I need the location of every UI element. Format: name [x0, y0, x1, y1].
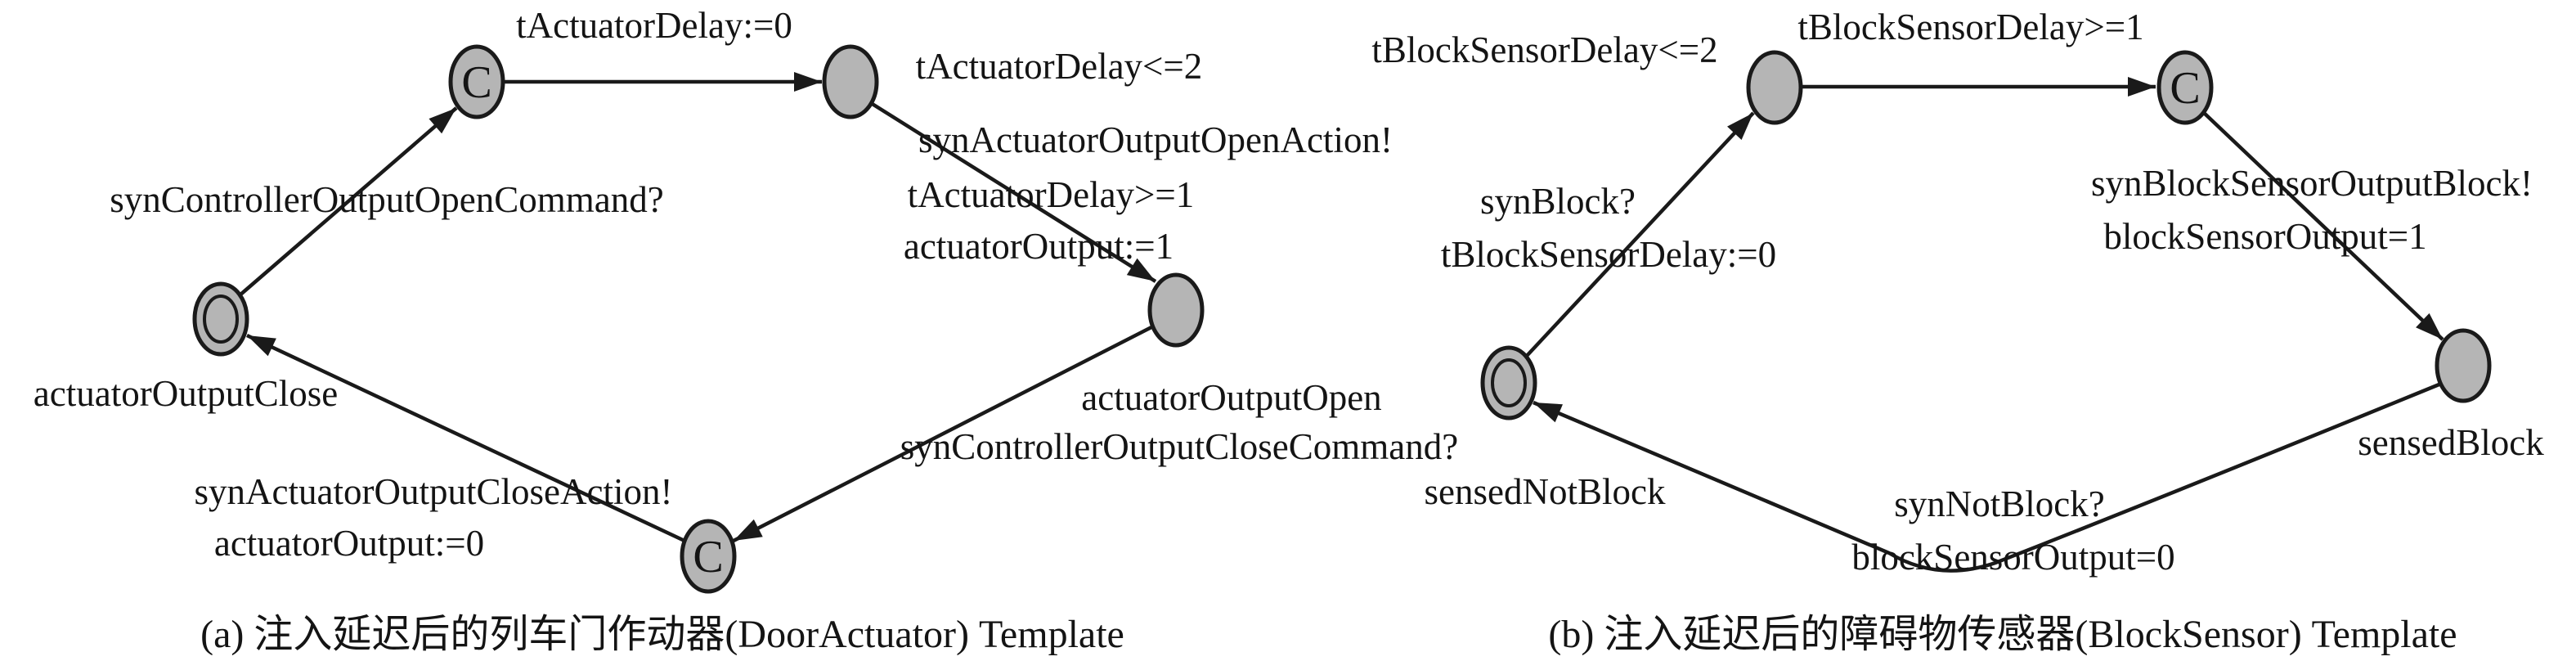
edge-label: blockSensorOutput=0 — [1851, 537, 2174, 578]
edge-label: tActuatorDelay>=1 — [908, 174, 1195, 215]
arrowhead-icon — [429, 108, 456, 134]
edge-label: synBlockSensorOutputBlock! — [2091, 163, 2533, 204]
edge-label: synActuatorOutputOpenAction! — [918, 119, 1393, 160]
caption-block-sensor: (b) 注入延迟后的障碍物传感器(BlockSensor) Template — [1548, 613, 2457, 656]
arrowhead-icon — [1533, 402, 1563, 423]
edge-label: sensedNotBlock — [1425, 471, 1666, 512]
transition-open-action-edge — [869, 101, 1157, 283]
edge-label: synActuatorOutputCloseAction! — [195, 471, 673, 512]
edge-label: tBlockSensorDelay<=2 — [1371, 29, 1717, 70]
edge-label: actuatorOutputOpen — [1081, 377, 1381, 418]
location-ellipse — [192, 281, 249, 357]
location-ellipse — [448, 44, 505, 119]
committed-location-mark: C — [693, 532, 723, 582]
edge-label: tActuatorDelay<=2 — [916, 46, 1203, 87]
transition-block-edge — [1524, 111, 1755, 358]
initial-location-inner-ring — [203, 295, 239, 344]
edge-label: synControllerOutputOpenCommand? — [110, 179, 663, 220]
edge-label: tBlockSensorDelay>=1 — [1797, 7, 2143, 47]
arrowhead-icon — [1727, 113, 1753, 141]
edge-label: actuatorOutput:=0 — [214, 523, 484, 564]
location-ellipse — [822, 44, 879, 119]
committed-location-mark: C — [2170, 63, 2200, 114]
arrowhead-icon — [2128, 77, 2156, 97]
location-sensedNotBlock — [1480, 345, 1537, 420]
caption-door-actuator: (a) 注入延迟后的列车门作动器(DoorActuator) Template — [200, 613, 1124, 656]
edge-label: blockSensorOutput=1 — [2103, 216, 2426, 257]
arrowhead-icon — [247, 335, 276, 357]
arrowhead-icon — [2416, 313, 2443, 339]
location-committed-after-close-command: C — [680, 519, 737, 594]
location-ellipse — [1746, 50, 1803, 125]
edge-label: synBlock? — [1480, 181, 1636, 222]
transition-block-out-edge — [2201, 110, 2444, 341]
initial-location-inner-ring — [1491, 358, 1527, 407]
location-committed-after-delay: C — [2156, 50, 2214, 125]
transition-not-block-edge — [1533, 381, 2442, 573]
location-block-sensor-delay — [1746, 50, 1803, 125]
committed-location-mark: C — [461, 57, 491, 108]
arrowhead-icon — [734, 519, 763, 541]
arrowhead-icon — [794, 72, 822, 92]
transition-close-action-edge — [246, 333, 685, 543]
location-actuatorOutputClose — [192, 281, 249, 357]
edge-label: synNotBlock? — [1894, 483, 2104, 524]
transition-open-command-edge — [238, 106, 458, 297]
edge-label: synControllerOutputCloseCommand? — [900, 426, 1458, 467]
edge-label: actuatorOutput:=1 — [904, 226, 1174, 267]
edge-label: actuatorOutputClose — [34, 373, 338, 414]
location-ellipse — [2156, 50, 2214, 125]
transition-close-command-edge — [732, 324, 1155, 543]
edge-label: sensedBlock — [2358, 422, 2544, 463]
location-ellipse — [680, 519, 737, 594]
location-ellipse — [2435, 328, 2492, 403]
location-ellipse — [1480, 345, 1537, 420]
location-actuatorOutputOpen — [1147, 272, 1205, 348]
location-sensedBlock — [2435, 328, 2492, 403]
arrowhead-icon — [1126, 258, 1156, 281]
edge-label: tBlockSensorDelay:=0 — [1441, 234, 1776, 275]
location-actuator-delay-open — [822, 44, 879, 119]
location-committed-after-open-command: C — [448, 44, 505, 119]
edge-label: tActuatorDelay:=0 — [516, 5, 792, 46]
location-ellipse — [1147, 272, 1205, 348]
